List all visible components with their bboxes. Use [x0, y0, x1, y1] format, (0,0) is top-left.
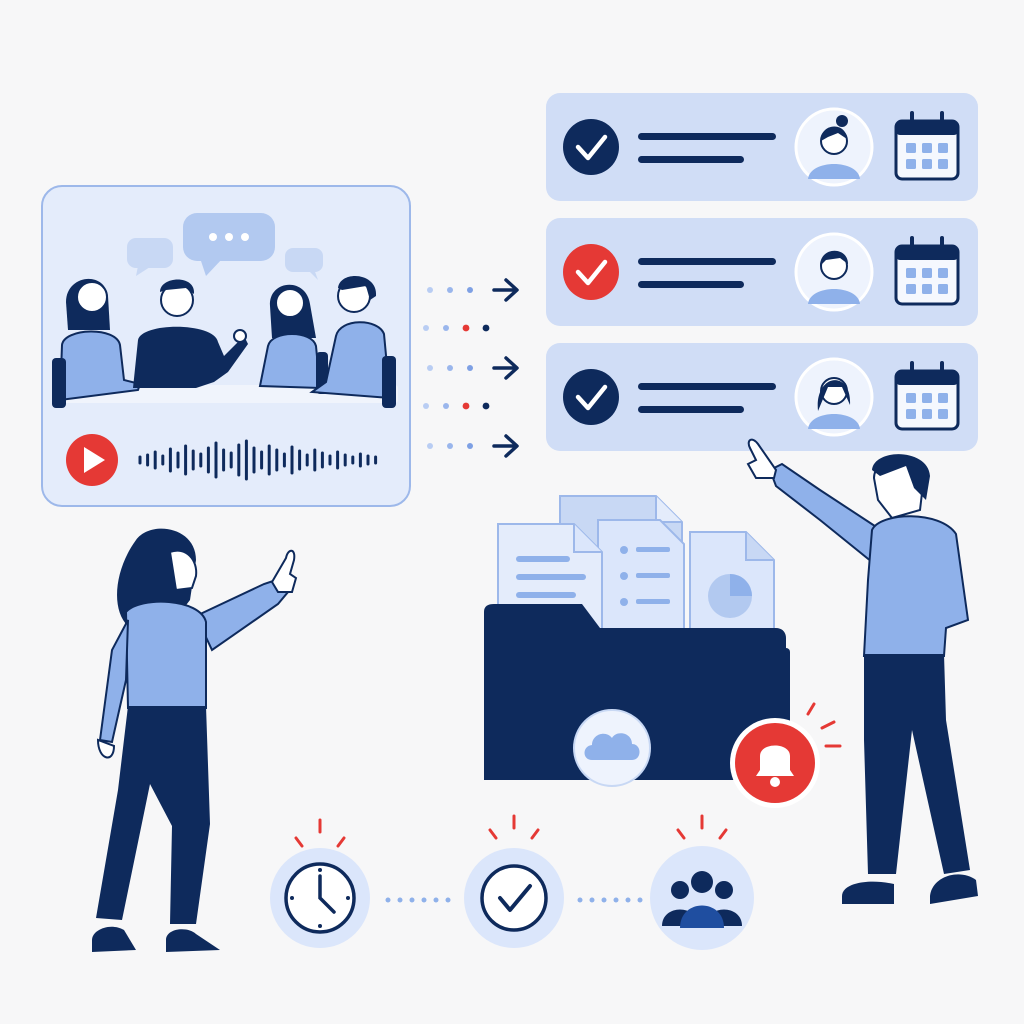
play-icon[interactable]	[66, 434, 118, 486]
check-circle-icon[interactable]	[464, 814, 564, 948]
task-text-line	[638, 133, 776, 140]
woman-long-hair-avatar	[794, 357, 874, 437]
task-text-line	[638, 258, 776, 265]
speech-bubble-icon	[127, 238, 173, 276]
speech-bubble-icon	[285, 248, 323, 280]
speech-bubble-icon	[183, 213, 275, 276]
team-icon[interactable]	[650, 814, 754, 950]
meeting-participant	[258, 284, 328, 394]
task-text-line	[638, 281, 744, 288]
cloud-icon[interactable]	[573, 709, 651, 787]
arrow-right-icon	[492, 434, 519, 458]
task-list	[546, 93, 978, 451]
arrow-right-icon	[492, 356, 519, 380]
arrow-right-icon	[492, 278, 519, 302]
man-pointing	[746, 438, 978, 904]
calendar-icon[interactable]	[894, 236, 960, 306]
task-card[interactable]	[546, 93, 978, 201]
check-icon[interactable]	[563, 119, 619, 175]
check-icon[interactable]	[563, 244, 619, 300]
woman-pointing	[92, 528, 298, 952]
clock-icon[interactable]	[270, 818, 370, 948]
check-icon[interactable]	[563, 369, 619, 425]
meeting-panel	[41, 185, 411, 507]
woman-with-bun-avatar	[794, 107, 874, 187]
timeline	[270, 814, 754, 950]
man-avatar	[794, 232, 874, 312]
connector-flow	[423, 278, 519, 458]
audio-waveform-icon	[138, 439, 378, 481]
task-card[interactable]	[546, 343, 978, 451]
task-text-line	[638, 383, 776, 390]
shared-folder	[484, 495, 842, 808]
meeting-participant	[309, 276, 396, 408]
meeting-participant	[133, 279, 248, 388]
task-text-line	[638, 156, 744, 163]
calendar-icon[interactable]	[894, 111, 960, 181]
task-card[interactable]	[546, 218, 978, 326]
bell-icon[interactable]	[730, 702, 842, 808]
meeting-participant	[52, 278, 142, 408]
task-text-line	[638, 406, 744, 413]
calendar-icon[interactable]	[894, 361, 960, 431]
